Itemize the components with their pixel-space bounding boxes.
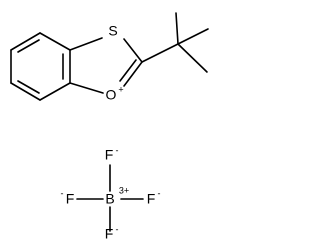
chemical-structure: S O + B 3+ F - F - F - F -	[10, 12, 209, 242]
bond-o-c7a	[69, 82, 104, 94]
fluorine-left-charge: -	[61, 188, 64, 198]
bond-c2-o	[123, 61, 143, 87]
bond-s-c2	[123, 38, 143, 63]
fluorine-bottom-atom: F	[105, 226, 114, 242]
bond-c3a-c4	[39, 32, 71, 51]
bond-methyl-top	[175, 12, 179, 45]
fluorine-top-atom: F	[105, 147, 114, 163]
fluorine-left-atom: F	[66, 191, 75, 207]
fluorine-bottom-charge: -	[116, 224, 119, 234]
tetrafluoroborate-anion: B 3+ F - F - F - F -	[61, 145, 161, 241]
bond-c3a-s	[69, 37, 103, 51]
bond-c2-quaternary-carbon	[141, 43, 179, 63]
bond-c6-c7	[10, 82, 41, 101]
fluorine-right-charge: -	[158, 188, 161, 198]
benzoxathiolium-cation: S O +	[10, 12, 209, 103]
bond-c7-c7a	[39, 82, 71, 101]
double-bond-c2-o-second	[119, 59, 137, 82]
bond-methyl-right	[177, 28, 209, 45]
bond-methyl-lower-right	[177, 43, 208, 73]
fluorine-top-charge: -	[116, 145, 119, 155]
sulfur-atom: S	[108, 23, 117, 39]
double-bond-inner-c4-c5	[17, 39, 40, 53]
bond-c4-c5	[10, 32, 41, 51]
boron-charge: 3+	[119, 185, 129, 195]
fluorine-right-atom: F	[147, 191, 156, 207]
double-bond-inner-c6-c7	[17, 80, 40, 94]
boron-atom: B	[105, 191, 114, 207]
oxygen-charge: +	[118, 84, 123, 94]
oxygen-atom: O	[106, 87, 117, 103]
